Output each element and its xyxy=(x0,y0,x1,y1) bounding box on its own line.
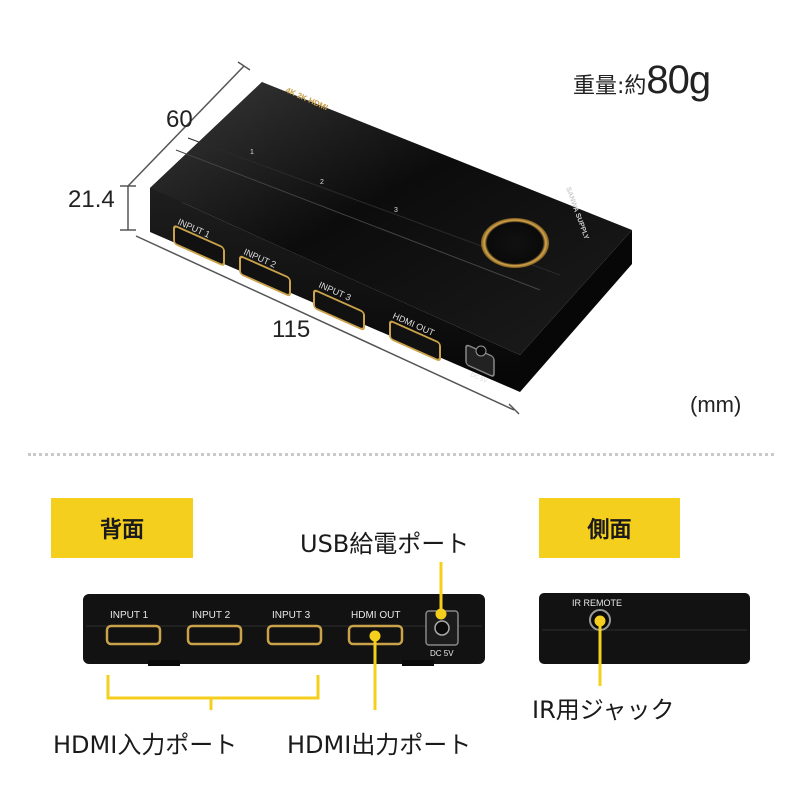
back-label-dc: DC 5V xyxy=(430,649,454,658)
side-view-device: IR REMOTE xyxy=(539,593,750,664)
callout-ir-jack: IR用ジャック xyxy=(532,696,675,724)
weight-label: 重量:約 xyxy=(573,74,647,99)
device-right-end xyxy=(520,230,632,392)
back-label-input2: INPUT 2 xyxy=(192,610,231,621)
back-port-input1 xyxy=(105,624,162,646)
indicator-3: 3 xyxy=(394,207,398,214)
weight-info: 重量:約 80g xyxy=(573,58,711,103)
device-top-face xyxy=(150,82,632,355)
dimension-width: 115 xyxy=(272,316,311,343)
front-ports xyxy=(173,225,495,377)
side-label-ir: IR REMOTE xyxy=(572,598,622,608)
dimension-depth: 60 xyxy=(166,106,193,133)
back-label-hdmi-out: HDMI OUT xyxy=(351,610,400,621)
back-label-input1: INPUT 1 xyxy=(110,610,149,621)
back-label-input3: INPUT 3 xyxy=(272,610,311,621)
indicator-2: 2 xyxy=(320,179,324,186)
dimension-lines xyxy=(120,61,520,415)
callout-lines xyxy=(106,562,606,710)
back-side-views: INPUT 1 INPUT 2 INPUT 3 HDMI OUT DC 5V I… xyxy=(83,562,750,710)
selector-button xyxy=(481,218,549,268)
section-tag-back: 背面 xyxy=(51,498,193,558)
callout-hdmi-output: HDMI出力ポート xyxy=(287,731,472,759)
dimension-height: 21.4 xyxy=(68,186,115,213)
callout-usb-port: USB給電ポート xyxy=(300,530,470,558)
weight-value: 80g xyxy=(646,58,711,102)
back-port-input2 xyxy=(186,624,243,646)
back-port-input3 xyxy=(266,624,323,646)
indicator-1: 1 xyxy=(250,149,254,156)
back-view-device: INPUT 1 INPUT 2 INPUT 3 HDMI OUT DC 5V xyxy=(83,594,485,666)
section-tag-side: 側面 xyxy=(539,498,680,558)
callout-hdmi-input: HDMI入力ポート xyxy=(53,731,238,759)
product-3d-view: INPUT 1 INPUT 2 INPUT 3 HDMI OUT DC 5V 4… xyxy=(120,61,632,415)
dimension-unit: (mm) xyxy=(690,392,742,417)
section-divider xyxy=(28,453,774,456)
